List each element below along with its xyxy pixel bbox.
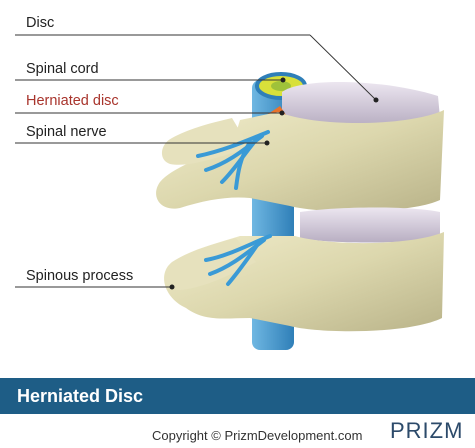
label-spinal-cord: Spinal cord — [26, 61, 99, 77]
label-spinous-process: Spinous process — [26, 268, 134, 284]
upper-disc — [282, 81, 440, 126]
spinal-nerve-upper — [196, 130, 270, 190]
logo-text: PRIZM — [390, 418, 464, 443]
lower-disc — [300, 207, 440, 243]
title-banner: Herniated Disc — [0, 378, 475, 414]
copyright-text: Copyright © PrizmDevelopment.com — [152, 428, 363, 443]
label-disc: Disc — [26, 15, 55, 31]
upper-spinous-process — [161, 118, 250, 165]
spinal-nerve-lower — [204, 234, 272, 286]
banner-title: Herniated Disc — [17, 386, 144, 406]
upper-vertebra — [156, 110, 444, 212]
spine-diagram — [15, 34, 445, 350]
label-spinal-nerve: Spinal nerve — [26, 124, 107, 140]
label-herniated-disc: Herniated disc — [26, 93, 119, 109]
prizm-logo: PRIZM — [390, 418, 466, 444]
spine-illustration: Disc Spinal cord Herniated disc Spinal n… — [15, 15, 445, 350]
